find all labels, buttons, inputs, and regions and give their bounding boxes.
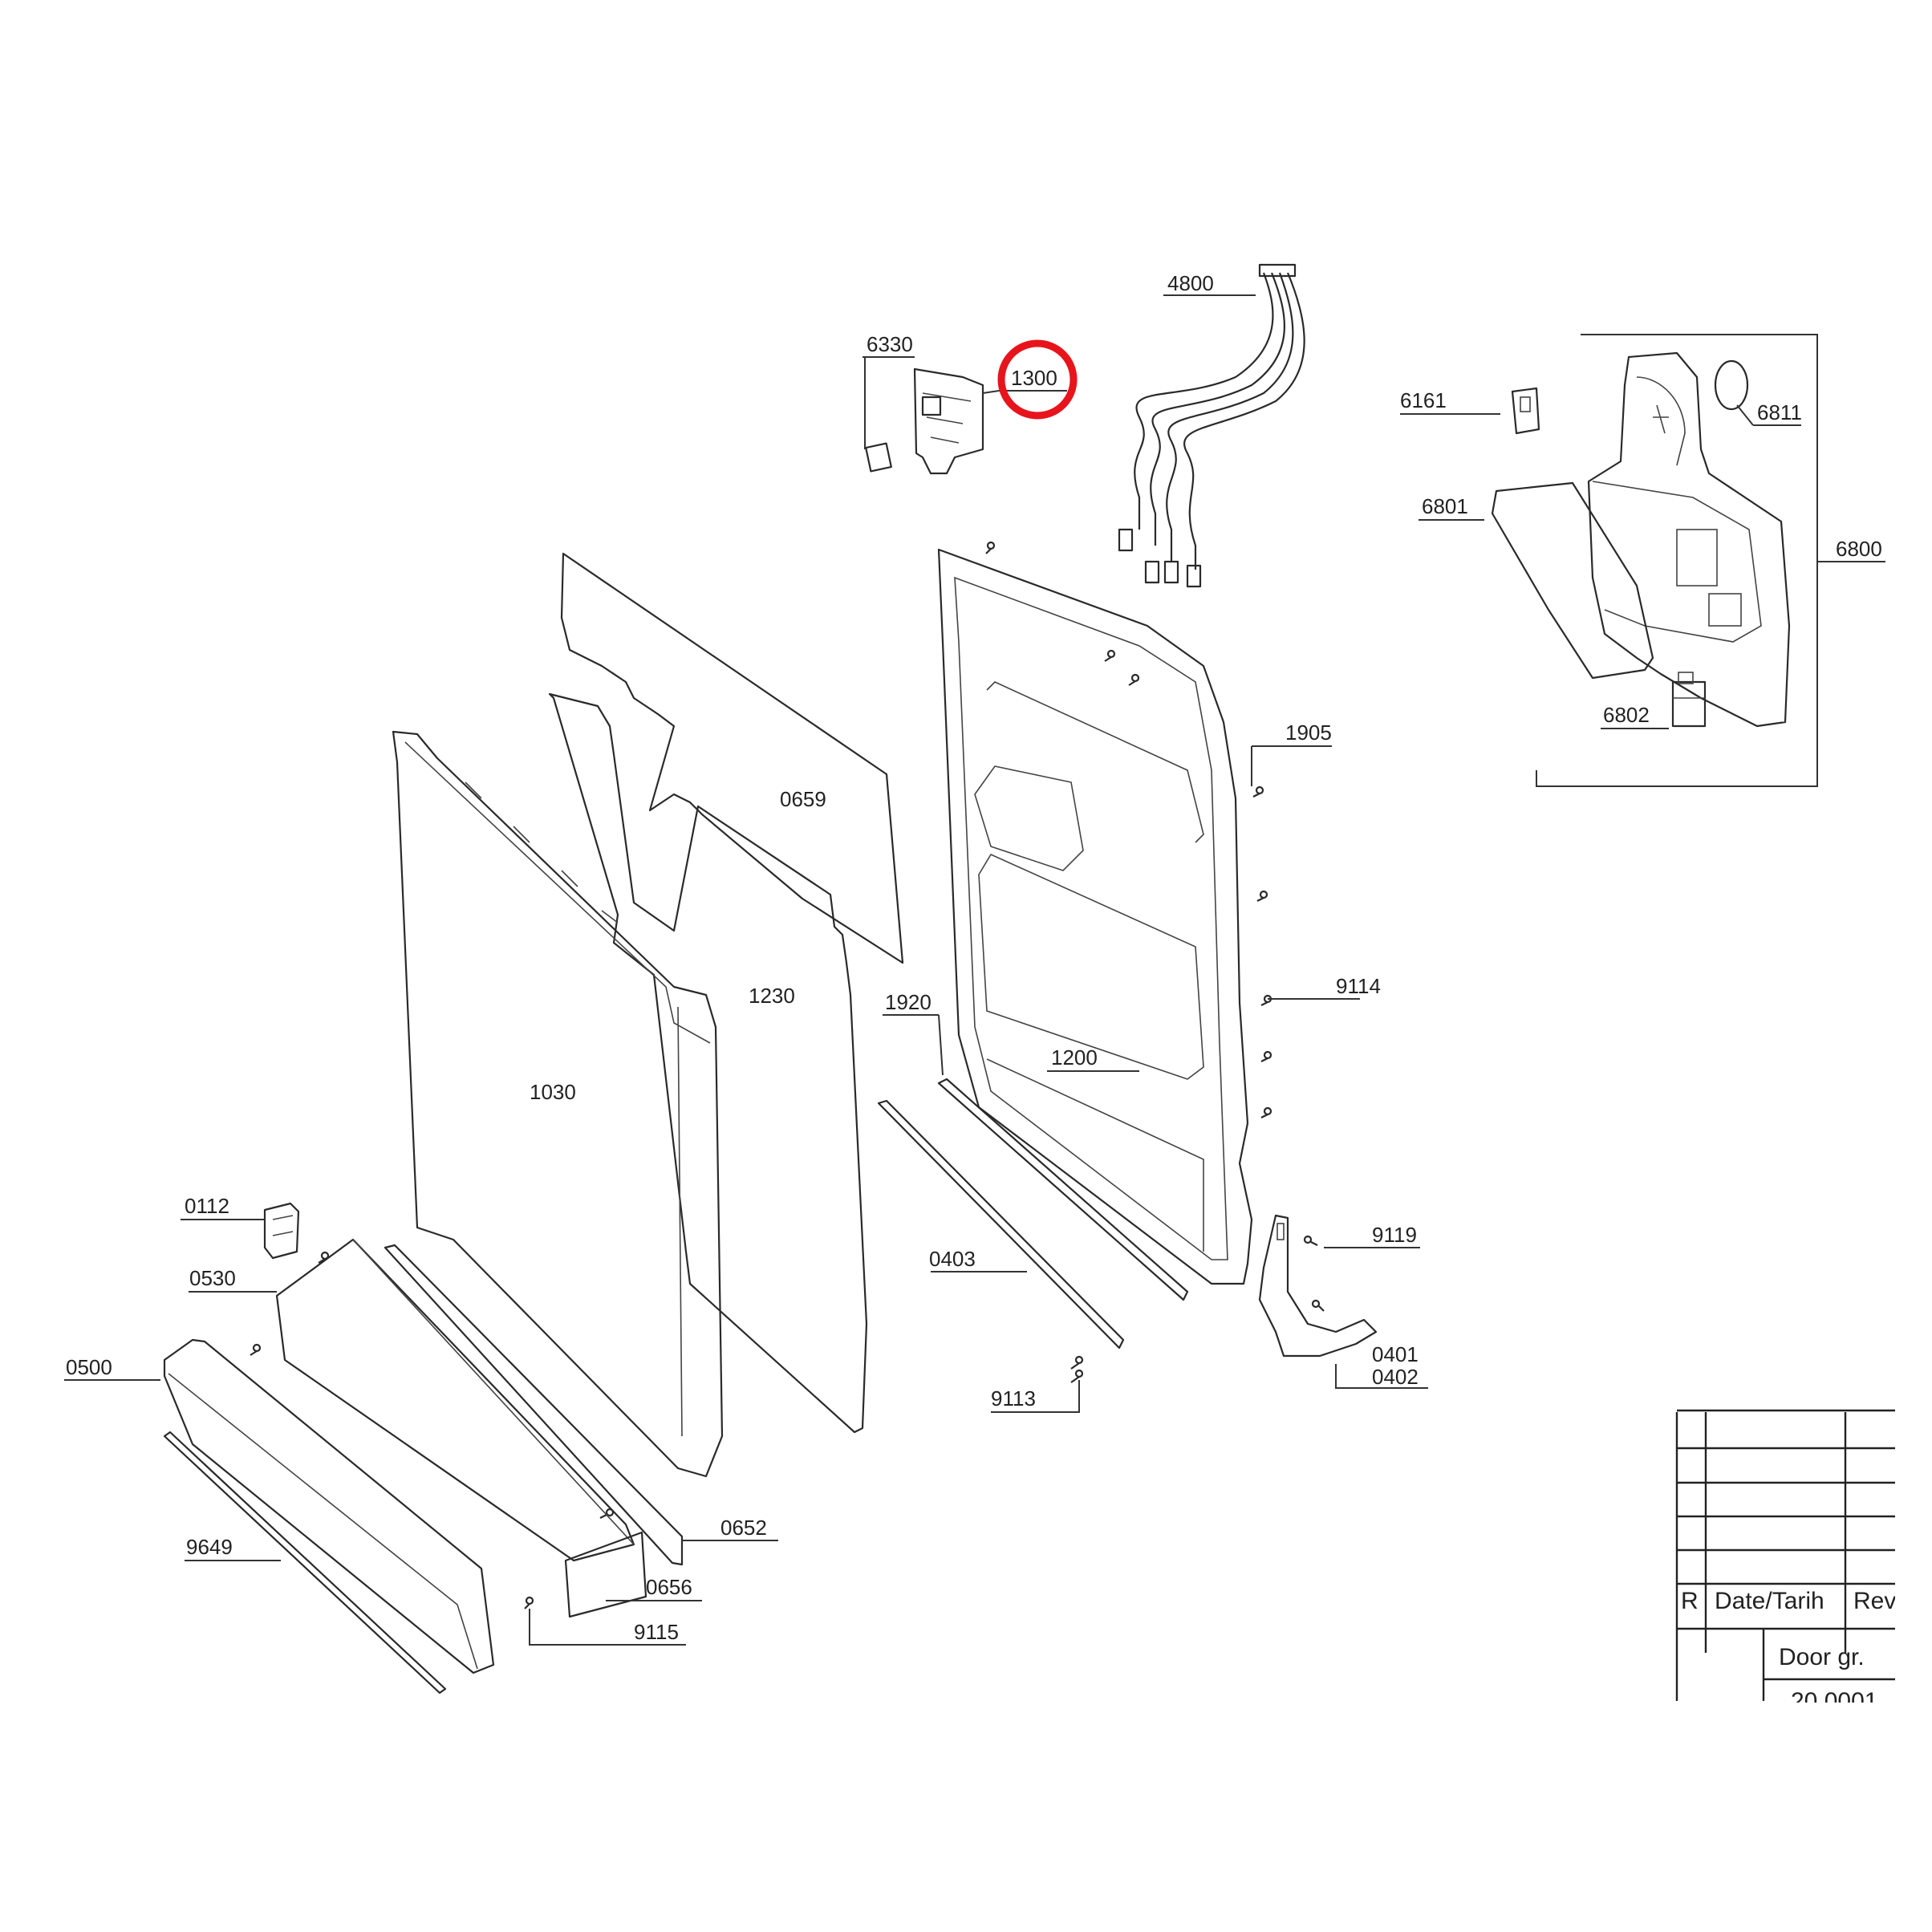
callout-1300: 1300 bbox=[1011, 366, 1057, 390]
part-0403-strip bbox=[877, 1099, 1125, 1350]
callout-0500: 0500 bbox=[66, 1355, 112, 1379]
screw-icon bbox=[1070, 1355, 1084, 1370]
callout-6800: 6800 bbox=[1836, 537, 1882, 561]
part-0652-strip bbox=[384, 1244, 684, 1566]
callout-4800: 4800 bbox=[1167, 271, 1214, 295]
part-0500-control-panel bbox=[163, 1338, 495, 1674]
part-1200-inner-door-frame bbox=[937, 548, 1253, 1285]
screw-icon bbox=[599, 1508, 615, 1519]
callout-0656: 0656 bbox=[646, 1575, 692, 1599]
part-6802-valve bbox=[1671, 672, 1707, 728]
highlight-circle bbox=[997, 339, 1078, 420]
screw-icon bbox=[1104, 649, 1116, 662]
callout-6811: 6811 bbox=[1757, 400, 1802, 424]
part-1030-outer-door-panel bbox=[392, 730, 724, 1478]
callout-1920: 1920 bbox=[885, 990, 932, 1014]
callout-0403: 0403 bbox=[929, 1247, 976, 1271]
part-1920-seal-strip bbox=[937, 1078, 1189, 1301]
screw-icon bbox=[1260, 1050, 1272, 1062]
leader-lines bbox=[64, 294, 1885, 1646]
callout-6802: 6802 bbox=[1603, 703, 1650, 727]
title-block-rev-label: Rev bbox=[1853, 1588, 1896, 1614]
title-block-date-label: Date/Tarih bbox=[1715, 1588, 1824, 1614]
title-block-door-label: Door gr. bbox=[1779, 1644, 1865, 1670]
part-6811-ring bbox=[1714, 359, 1749, 411]
part-6800-assembly-bracket bbox=[1536, 334, 1829, 787]
screw-icon bbox=[1260, 1106, 1272, 1118]
title-block-r-label: R bbox=[1681, 1588, 1699, 1614]
part-4800-wire-harness bbox=[1118, 263, 1305, 588]
part-1300-bracket bbox=[913, 367, 984, 475]
callout-0402: 0402 bbox=[1372, 1365, 1419, 1389]
callout-0659: 0659 bbox=[780, 787, 826, 811]
screw-icon bbox=[318, 1251, 330, 1264]
screw-icon bbox=[1070, 1369, 1084, 1383]
callout-1200: 1200 bbox=[1051, 1045, 1098, 1070]
screw-icon bbox=[1311, 1299, 1325, 1312]
title-block: R Date/Tarih Rev Door gr. 20.0001 bbox=[1669, 1396, 1932, 1735]
callout-labels: 4800 6330 1300 6161 6811 6801 6800 6802 … bbox=[66, 271, 1882, 1644]
callout-9114: 9114 bbox=[1336, 974, 1381, 998]
callout-1905: 1905 bbox=[1285, 720, 1332, 745]
part-0112-clip bbox=[263, 1202, 300, 1260]
screw-icon bbox=[985, 541, 996, 554]
callout-6330: 6330 bbox=[867, 332, 913, 356]
part-0659-insulation-panel bbox=[560, 552, 904, 964]
callout-9119: 9119 bbox=[1372, 1223, 1417, 1247]
callout-6161: 6161 bbox=[1400, 388, 1447, 412]
screw-icon bbox=[250, 1343, 262, 1356]
part-6801-gasket bbox=[1491, 481, 1654, 680]
screw-icon bbox=[1303, 1235, 1318, 1246]
callout-0112: 0112 bbox=[185, 1194, 229, 1218]
callout-0401: 0401 bbox=[1372, 1342, 1419, 1366]
callout-1230: 1230 bbox=[749, 984, 795, 1008]
part-6161-clip bbox=[1511, 387, 1540, 435]
callout-0530: 0530 bbox=[189, 1266, 236, 1290]
screw-icon bbox=[1256, 890, 1268, 902]
part-6330-clip bbox=[865, 442, 892, 473]
screw-icon bbox=[1252, 785, 1264, 798]
screw-icon bbox=[1128, 673, 1140, 686]
part-0530-control-bar bbox=[275, 1238, 647, 1618]
callout-9113: 9113 bbox=[991, 1386, 1036, 1410]
callout-6801: 6801 bbox=[1422, 494, 1468, 518]
screw-icon bbox=[1260, 994, 1272, 1006]
callout-9649: 9649 bbox=[186, 1535, 233, 1559]
part-1230-inner-panel bbox=[548, 692, 868, 1434]
callout-9115: 9115 bbox=[634, 1620, 679, 1644]
screws bbox=[250, 541, 1325, 1609]
screw-icon bbox=[524, 1596, 534, 1609]
callout-1030: 1030 bbox=[530, 1080, 576, 1104]
part-0401-0402-hinge bbox=[1258, 1214, 1378, 1358]
callout-0652: 0652 bbox=[720, 1516, 767, 1540]
part-9649-strip bbox=[163, 1431, 447, 1695]
